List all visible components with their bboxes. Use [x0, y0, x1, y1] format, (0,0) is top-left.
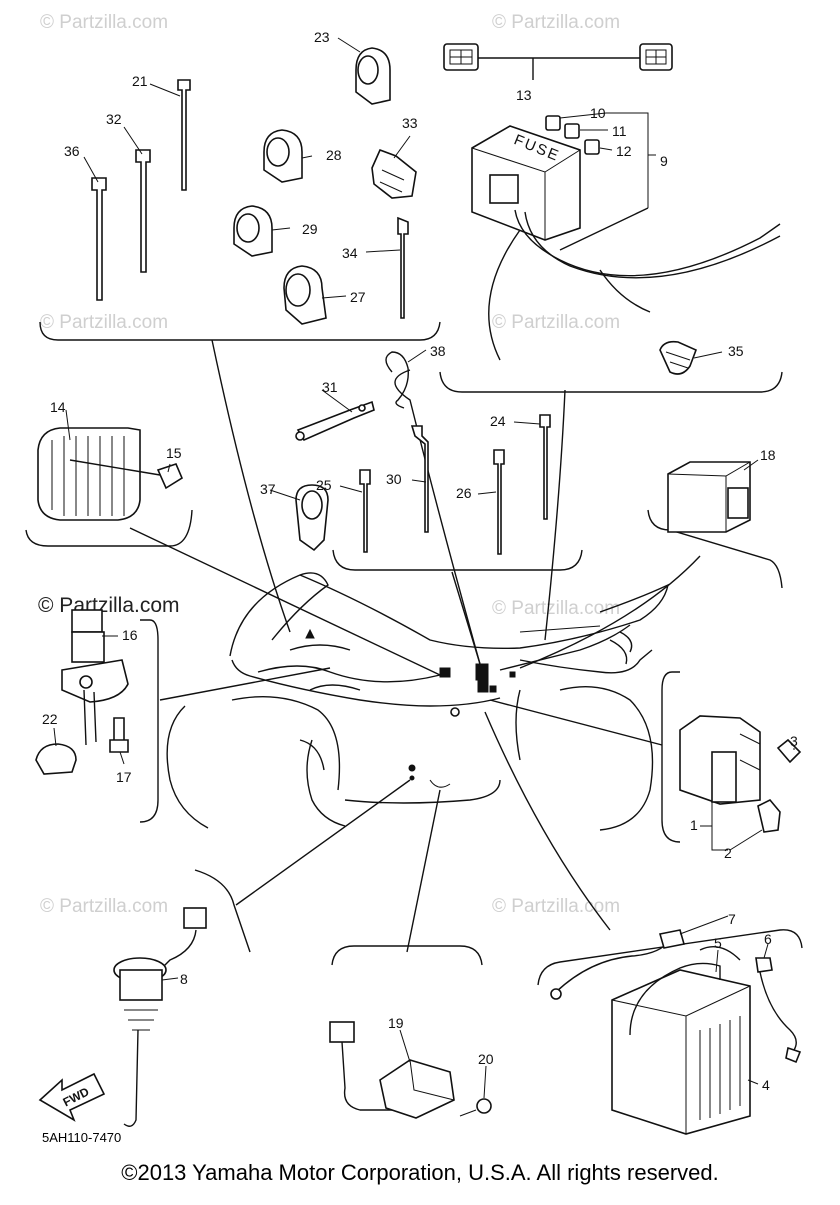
watermark: © Partzilla.com — [40, 12, 168, 33]
callout-1: 1 — [690, 817, 698, 833]
callout-33: 33 — [402, 115, 418, 131]
callout-16: 16 — [122, 627, 138, 643]
watermark: © Partzilla.com — [492, 896, 620, 917]
callout-27: 27 — [350, 289, 366, 305]
motorcycle-outline — [166, 572, 669, 831]
callout-numbers: 3 1 2 4 5 6 7 8 9 10 11 12 13 14 15 16 1… — [42, 29, 798, 1093]
part-9-fuse-box: FUSE — [471, 112, 781, 361]
watermark-dark: © Partzilla.com — [38, 594, 180, 617]
callout-7: 7 — [728, 911, 736, 927]
part-17-bolt — [109, 717, 129, 753]
callout-29: 29 — [302, 221, 318, 237]
callout-13: 13 — [516, 87, 532, 103]
callout-35: 35 — [728, 343, 744, 359]
clamps — [233, 47, 417, 552]
callout-32: 32 — [106, 111, 122, 127]
part-2-relay-cover — [757, 799, 781, 833]
part-19-sidestand-switch — [329, 1021, 455, 1119]
callout-34: 34 — [342, 245, 358, 261]
part-4-battery — [611, 969, 751, 1135]
callout-8: 8 — [180, 971, 188, 987]
part-3-bolt — [776, 738, 802, 764]
callout-23: 23 — [314, 29, 330, 45]
part-35-clip — [659, 340, 698, 375]
callout-21: 21 — [132, 73, 148, 89]
callout-lines — [53, 37, 795, 1099]
part-22-grommet — [35, 743, 77, 775]
diagram-code: 5AH110-7470 — [42, 1130, 122, 1145]
callout-14: 14 — [50, 399, 66, 415]
callout-31: 31 — [322, 379, 338, 395]
callout-24: 24 — [490, 413, 506, 429]
callout-15: 15 — [166, 445, 182, 461]
callout-26: 26 — [456, 485, 472, 501]
part-31-bracket — [295, 400, 375, 442]
callout-11: 11 — [612, 123, 627, 139]
callout-2: 2 — [724, 845, 732, 861]
part-14-rectifier-regulator — [37, 427, 184, 521]
callout-12: 12 — [616, 143, 632, 159]
part-38-wire-clip — [385, 351, 409, 409]
leader-lines — [129, 339, 701, 953]
callout-4: 4 — [762, 1077, 770, 1093]
callout-37: 37 — [260, 481, 276, 497]
group-brackets — [25, 321, 803, 986]
watermark: © Partzilla.com — [492, 598, 620, 619]
copyright-notice: ©2013 Yamaha Motor Corporation, U.S.A. A… — [121, 1160, 719, 1185]
callout-30: 30 — [386, 471, 402, 487]
part-5-battery-band — [629, 962, 721, 1036]
callout-6: 6 — [764, 931, 772, 947]
callout-36: 36 — [64, 143, 80, 159]
callout-17: 17 — [116, 769, 132, 785]
part-8-switch — [113, 907, 207, 1127]
fwd-arrow: FWD — [38, 1072, 106, 1122]
watermark: © Partzilla.com — [492, 12, 620, 33]
part-16-speed-sensor — [61, 609, 129, 746]
callout-25: 25 — [316, 477, 332, 493]
part-7-battery-lead — [550, 929, 686, 1000]
callout-38: 38 — [430, 343, 446, 359]
part-6-battery-cable — [699, 946, 802, 1064]
watermark: © Partzilla.com — [492, 312, 620, 333]
callout-19: 19 — [388, 1015, 404, 1031]
callout-28: 28 — [326, 147, 342, 163]
callout-18: 18 — [760, 447, 776, 463]
part-1-starter-relay — [679, 715, 761, 851]
callout-10: 10 — [590, 105, 606, 121]
callout-3: 3 — [790, 733, 798, 749]
part-18-relay — [667, 461, 751, 533]
watermark: © Partzilla.com — [40, 312, 168, 333]
watermark: © Partzilla.com — [40, 896, 168, 917]
part-20-bolt — [459, 1098, 492, 1117]
callout-20: 20 — [478, 1051, 494, 1067]
callout-22: 22 — [42, 711, 58, 727]
callout-5: 5 — [714, 935, 722, 951]
cable-ties — [91, 79, 551, 555]
part-13-connector-lead — [443, 43, 673, 80]
callout-9: 9 — [660, 153, 668, 169]
